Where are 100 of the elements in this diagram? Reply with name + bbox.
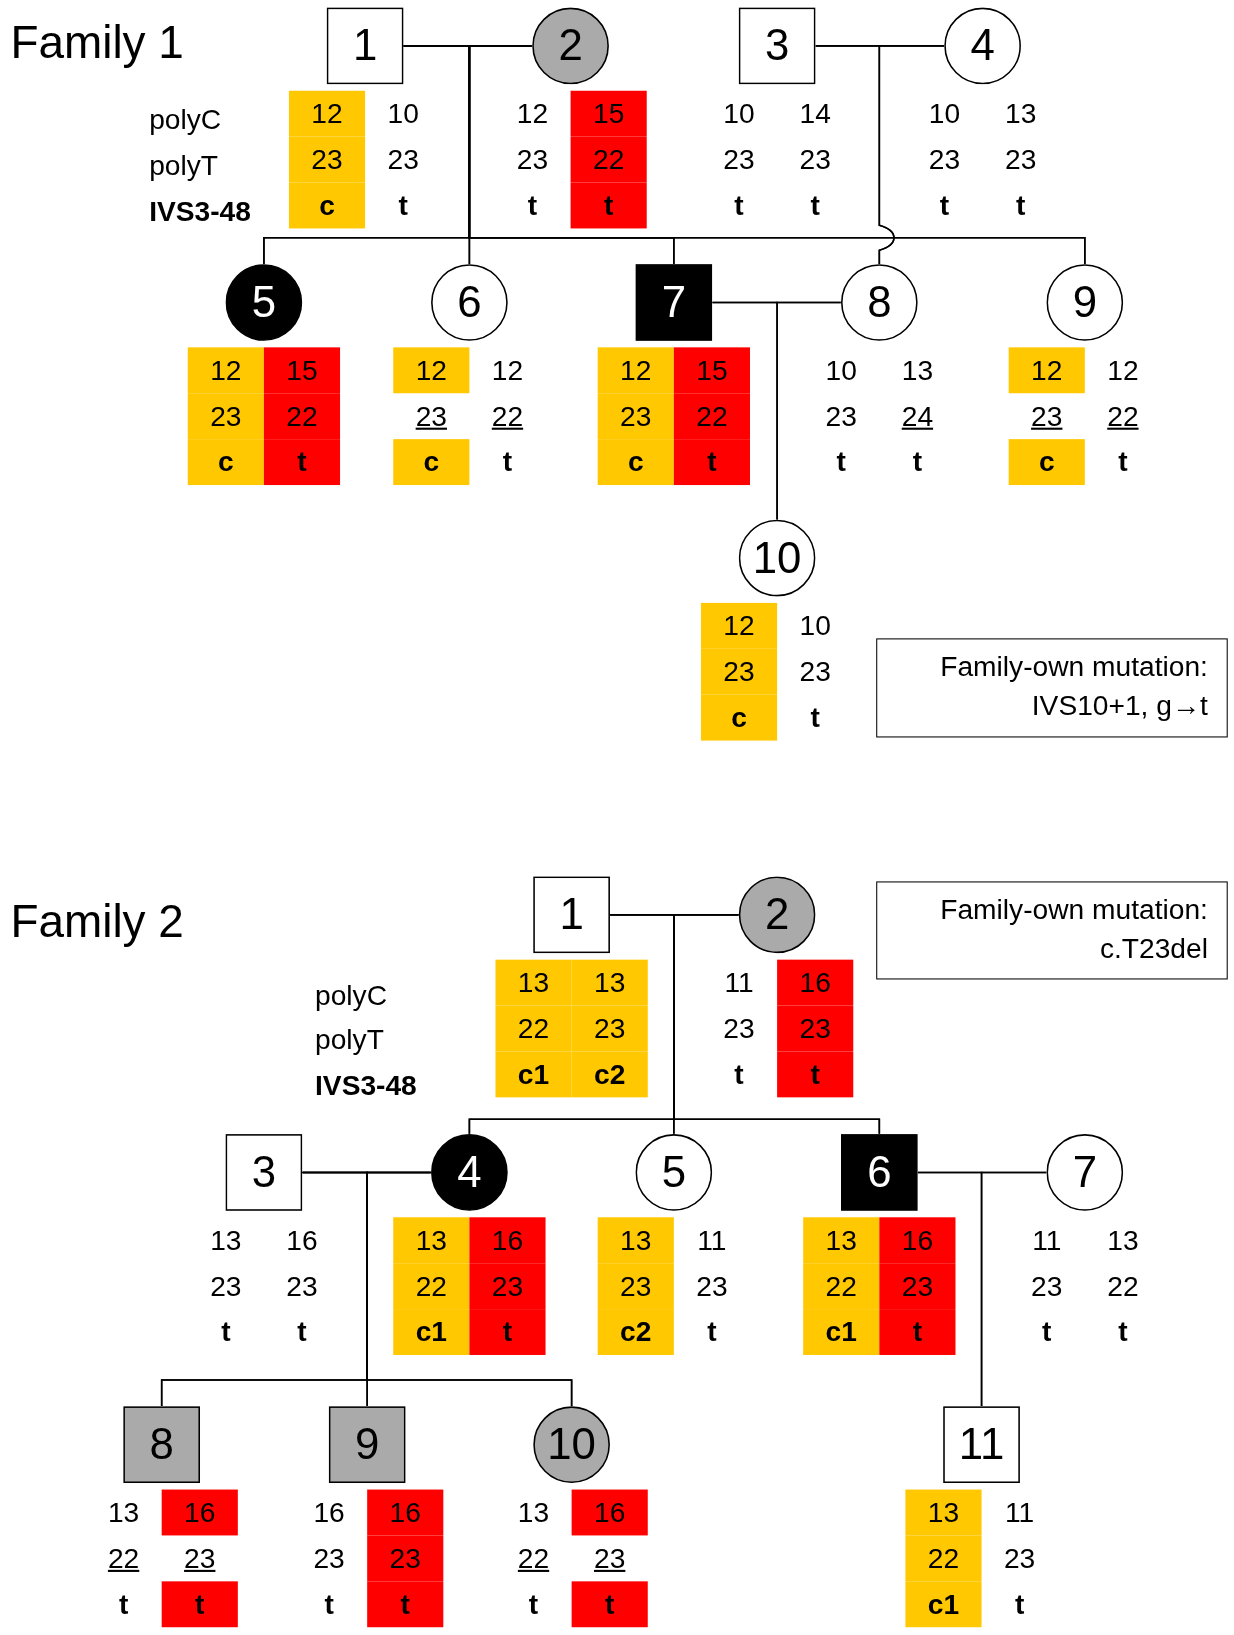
female-circle-symbol: 7 [1046,1133,1124,1212]
allele-value: 22 [1106,399,1140,434]
allele-value: t [1117,1315,1129,1350]
allele-value: 13 [803,1217,880,1264]
allele-value: 23 [722,1011,756,1047]
allele-value: t [571,1581,648,1628]
allele-value: 23 [1002,1541,1037,1577]
allele-value: 23 [1030,1269,1064,1304]
female-circle-symbol: 9 [1046,263,1124,342]
allele-value: c1 [905,1581,982,1628]
marker-row-label: IVS3-48 [149,196,251,229]
allele-value: t [296,1315,308,1350]
allele-value: 22 [803,1263,880,1310]
allele-value: 23 [927,142,962,178]
allele-value: 22 [570,136,647,183]
marker-row-label: polyT [149,150,219,183]
allele-value: 12 [288,90,366,137]
female-circle-symbol: 8 [840,263,918,342]
allele-value: 23 [695,1269,729,1304]
allele-value: 13 [571,959,648,1006]
allele-value: 23 [209,1269,243,1304]
allele-value: t [1041,1315,1053,1350]
allele-value: 16 [469,1217,546,1264]
allele-value: 23 [515,142,550,178]
allele-value: 15 [570,90,647,137]
allele-value: 23 [571,1005,648,1052]
allele-value: t [323,1587,335,1622]
male-square-symbol: 1 [533,876,611,954]
male-square-symbol: 3 [225,1133,303,1212]
male-square-symbol: 9 [328,1406,406,1484]
female-circle-symbol: 5 [225,263,303,342]
allele-value: 16 [571,1489,648,1536]
allele-value: t [501,445,514,480]
allele-value: 12 [700,602,778,649]
allele-value: 22 [495,1005,572,1052]
allele-value: 15 [263,347,341,394]
allele-value: 23 [593,1541,627,1577]
allele-value: 11 [1031,1223,1063,1258]
allele-value: c1 [495,1051,572,1098]
allele-value: t [526,188,539,224]
allele-value: 12 [515,97,550,132]
allele-value: 10 [798,609,832,644]
male-square-symbol: 7 [635,263,713,342]
marker-row-label: polyC [149,104,222,137]
allele-value: c [1008,439,1085,486]
pedigree-line [366,1171,573,1407]
allele-value: 23 [414,399,448,434]
allele-value: t [117,1587,130,1622]
allele-value: c [597,439,674,486]
allele-value: t [1117,445,1129,480]
allele-value: 13 [393,1217,470,1264]
allele-value: t [263,439,341,486]
allele-value: t [938,188,951,224]
allele-value: t [570,182,647,229]
allele-value: t [397,188,409,224]
allele-value: 10 [927,97,962,132]
allele-value: 12 [393,347,470,394]
allele-value: 11 [723,965,755,1001]
allele-value: t [367,1581,444,1628]
allele-value: 13 [209,1223,243,1258]
allele-value: 22 [1106,1269,1140,1304]
allele-value: 16 [367,1489,444,1536]
allele-value: 23 [187,393,264,440]
allele-value: t [161,1581,238,1628]
allele-value: 23 [367,1535,444,1582]
allele-value: t [733,188,745,224]
allele-value: t [469,1309,546,1355]
male-square-symbol: 11 [942,1406,1021,1484]
family-heading: Family 2 [10,895,184,948]
pedigree-line [878,45,945,265]
allele-value: 16 [777,959,854,1006]
allele-value: c1 [393,1309,470,1355]
marker-row-label: IVS3-48 [315,1070,417,1103]
female-circle-symbol: 4 [430,1133,508,1212]
allele-value: 23 [597,1263,674,1310]
allele-value: c [393,439,470,486]
allele-value: 13 [900,353,935,388]
allele-value: t [809,188,821,224]
male-square-symbol: 3 [738,7,816,85]
female-circle-symbol: 10 [738,519,816,597]
allele-value: 12 [187,347,264,394]
allele-value: t [879,1309,956,1355]
allele-value: t [733,1057,745,1093]
female-circle-symbol: 2 [532,7,610,85]
female-circle-symbol: 4 [944,7,1022,85]
allele-value: 13 [905,1489,982,1536]
allele-value: 13 [1106,1223,1140,1258]
allele-value: t [911,445,924,480]
allele-value: 13 [1004,97,1038,132]
allele-value: t [835,445,847,480]
female-circle-symbol: 5 [635,1133,713,1212]
female-circle-symbol: 10 [533,1406,611,1484]
allele-value: c [288,182,366,229]
allele-value: 10 [722,97,756,132]
male-square-symbol: 6 [840,1133,918,1212]
allele-value: 10 [824,353,858,388]
allele-value: t [1015,188,1027,224]
allele-value: 23 [469,1263,546,1310]
allele-value: 23 [798,142,832,178]
allele-value: t [527,1587,540,1622]
